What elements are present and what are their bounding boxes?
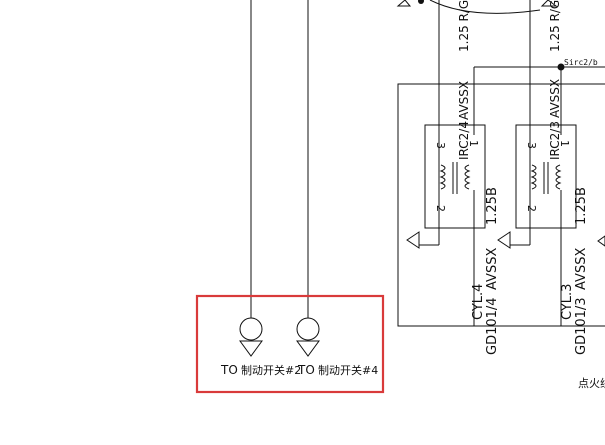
coil-right-wire-cyl: CYL.3 bbox=[560, 284, 575, 320]
coil-left-winding bbox=[439, 162, 471, 194]
coil-left-wire-top: 1.25 R/G bbox=[457, 0, 471, 52]
connector-left-target: 制动开关#2 bbox=[241, 363, 301, 377]
ground-arrow-left bbox=[406, 231, 420, 249]
top-loop bbox=[429, 0, 541, 14]
coil-right-wire-bottom-code: AVSSX bbox=[574, 248, 589, 290]
splice-label: Sirc2/b bbox=[564, 58, 598, 67]
coil-left-ground-ref: GD101/4 bbox=[485, 297, 500, 355]
coil-right-pin-2: 2 bbox=[525, 205, 538, 212]
coil-right-pin-3: 3 bbox=[525, 142, 538, 149]
highlight-box bbox=[195, 294, 385, 394]
connector-left bbox=[239, 317, 263, 357]
coil-left-wire-bottom-code: AVSSX bbox=[485, 248, 500, 290]
top-node-left bbox=[418, 0, 424, 4]
connector-left-prefix: TO bbox=[220, 363, 238, 377]
connector-right-prefix: TO bbox=[297, 363, 315, 377]
corner-label: 点火线 bbox=[578, 376, 605, 390]
ground-arrow-right bbox=[497, 231, 511, 249]
connector-right-target: 制动开关#4 bbox=[318, 363, 378, 377]
coil-left-wire-cyl: CYL.4 bbox=[471, 284, 486, 320]
coil-left-pin-3: 3 bbox=[434, 142, 447, 149]
coil-right-ground-ref: GD101/3 bbox=[574, 297, 589, 355]
coil-right-wire-mid: IRC2/3 bbox=[548, 121, 562, 160]
connector-right bbox=[296, 317, 320, 357]
coil-left-wire-top-code: AVSSX bbox=[457, 81, 471, 120]
coil-right-pin-1: 1 bbox=[558, 140, 571, 147]
module-frame bbox=[397, 83, 605, 327]
coil-left-pin-2: 2 bbox=[434, 205, 447, 212]
coil-right-wire-top-code: AVSSX bbox=[548, 79, 562, 118]
coil-left-wire-mid: IRC2/4 bbox=[457, 121, 471, 160]
coil-left-box bbox=[424, 124, 486, 229]
coil-right-box bbox=[515, 124, 577, 229]
coil-left-wire-bottom: 1.25B bbox=[485, 187, 500, 225]
coil-right-wire-bottom: 1.25B bbox=[574, 187, 589, 225]
coil-left-pin-1: 1 bbox=[467, 140, 480, 147]
coil-right-wire-top: 1.25 R/G bbox=[548, 0, 562, 52]
coil-right-winding bbox=[530, 162, 562, 194]
